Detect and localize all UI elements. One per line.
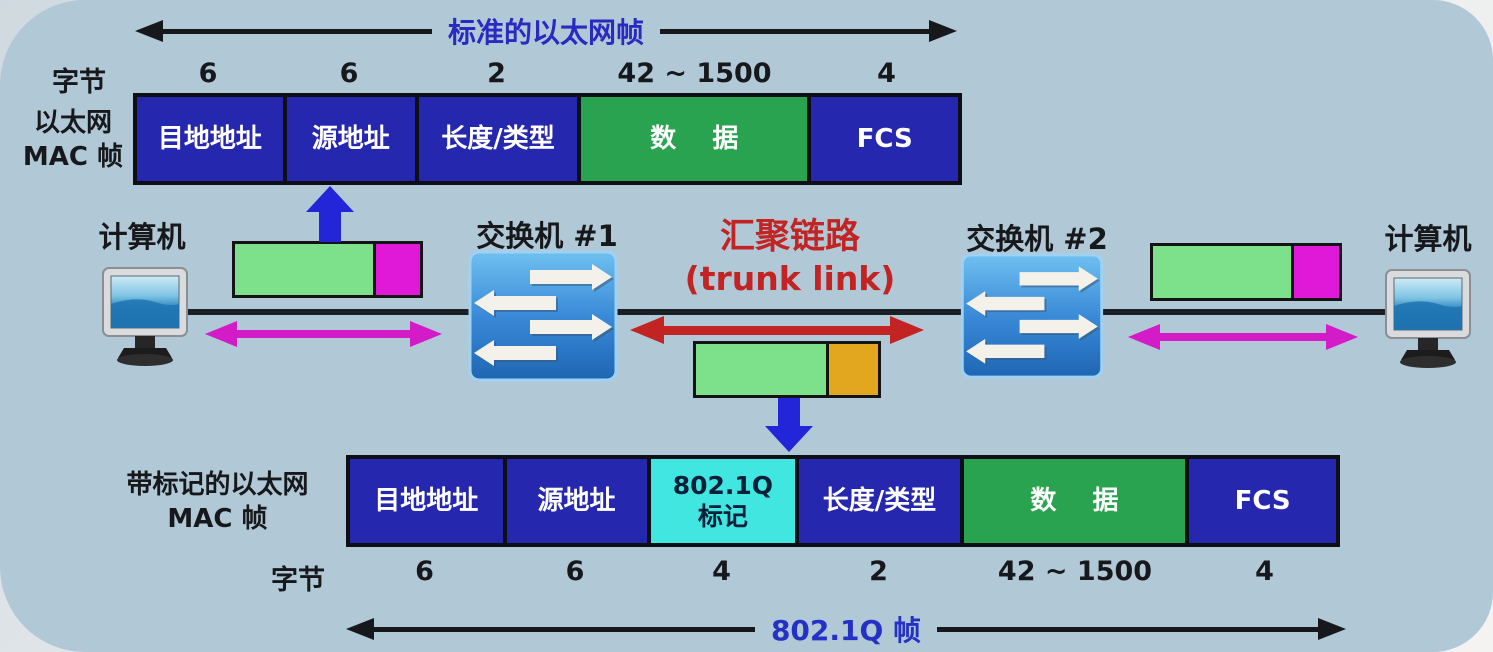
arrowhead-left-icon — [630, 316, 664, 344]
down-arrow-icon — [765, 398, 813, 452]
field-length-type: 长度/类型 — [799, 459, 960, 543]
field-destination-address: 目地地址 — [350, 459, 503, 543]
access-link-arrow-left — [205, 321, 442, 347]
switch2-label: 交换机 #2 — [966, 222, 1108, 256]
untagged-frame-left — [232, 241, 423, 298]
arrowhead-right-icon — [929, 20, 958, 42]
top-bytes-length-type: 2 — [487, 58, 506, 89]
bottom-byte-row: 6 6 4 2 42 ~ 1500 4 — [346, 556, 1340, 587]
frame-payload-segment — [696, 344, 826, 395]
field-fcs: FCS — [811, 97, 958, 181]
arrowhead-right-icon — [410, 321, 442, 347]
up-arrow-icon — [306, 186, 354, 242]
frame-marker-segment — [373, 244, 420, 295]
standard-ethernet-frame: 目地地址 源地址 长度/类型 数 据 FCS — [133, 93, 962, 185]
frame-payload-segment — [1153, 246, 1291, 298]
top-bytes-caption: 字节 — [52, 67, 106, 98]
tagged-frame-middle — [693, 341, 881, 398]
tagged-ethernet-frame: 目地地址 源地址 802.1Q 标记 长度/类型 数 据 FCS — [346, 455, 1340, 547]
top-bytes-destination: 6 — [198, 58, 218, 89]
bottom-bytes-caption: 字节 — [271, 565, 325, 596]
field-data: 数 据 — [963, 459, 1186, 543]
network-link-line — [182, 309, 1392, 315]
arrowhead-left-icon — [1128, 324, 1160, 350]
field-source-address: 源地址 — [506, 459, 647, 543]
bottom-bytes-8021q: 4 — [712, 556, 731, 587]
computer-icon — [1385, 269, 1471, 368]
standard-frame-span-arrow: 标准的以太网帧 — [135, 14, 958, 49]
frame-marker-segment — [1291, 246, 1339, 298]
top-byte-row: 6 6 2 42 ~ 1500 4 — [133, 58, 962, 89]
field-data: 数 据 — [581, 97, 808, 181]
bottom-bytes-source: 6 — [565, 556, 585, 587]
frame-payload-segment — [235, 244, 373, 295]
trunk-link-arrow — [630, 316, 924, 344]
field-fcs: FCS — [1189, 459, 1336, 543]
access-link-arrow-right — [1128, 324, 1358, 350]
arrowhead-right-icon — [890, 316, 924, 344]
bottom-frame-row-label: 带标记的以太网 MAC 帧 — [126, 470, 309, 534]
switch1-label: 交换机 #1 — [476, 219, 618, 253]
trunk-link-label: 汇聚链路 (trunk link) — [684, 217, 896, 298]
frame-vlan-tag-segment — [826, 344, 878, 395]
standard-frame-title: 标准的以太网帧 — [448, 16, 645, 49]
top-frame-row-label: 以太网 MAC 帧 — [22, 108, 124, 172]
untagged-frame-right — [1150, 243, 1342, 301]
computer-left-label: 计算机 — [98, 220, 186, 254]
top-bytes-data: 42 ~ 1500 — [617, 58, 772, 89]
bottom-bytes-fcs: 4 — [1255, 556, 1274, 587]
arrowhead-right-icon — [1318, 618, 1346, 640]
field-8021q-tag: 802.1Q 标记 — [650, 459, 796, 543]
arrowhead-left-icon — [205, 321, 237, 347]
arrowhead-right-icon — [1326, 324, 1358, 350]
bottom-bytes-destination: 6 — [415, 556, 434, 587]
switch-icon — [468, 250, 618, 382]
computer-right-label: 计算机 — [1384, 222, 1472, 256]
arrowhead-left-icon — [346, 618, 374, 640]
arrowhead-left-icon — [135, 20, 163, 42]
field-destination-address: 目地地址 — [137, 97, 283, 181]
top-bytes-fcs: 4 — [877, 58, 896, 89]
8021q-frame-span-arrow: 802.1Q 帧 — [346, 612, 1346, 647]
field-length-type: 长度/类型 — [418, 97, 578, 181]
field-source-address: 源地址 — [286, 97, 415, 181]
switch-icon — [960, 253, 1104, 379]
bottom-bytes-length-type: 2 — [869, 556, 888, 587]
bottom-bytes-data: 42 ~ 1500 — [997, 556, 1153, 587]
8021q-frame-title: 802.1Q 帧 — [770, 614, 922, 647]
top-bytes-source: 6 — [339, 58, 359, 89]
computer-icon — [102, 267, 188, 366]
